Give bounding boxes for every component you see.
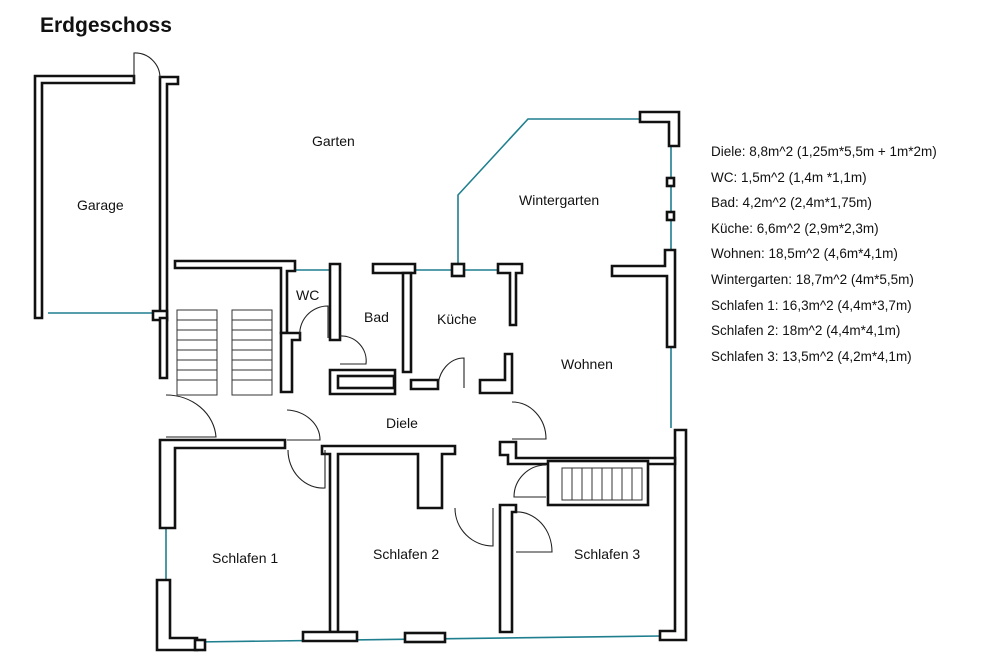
kitchen-pillar — [450, 262, 466, 278]
schlafen2-south-wall — [301, 630, 359, 643]
wintergarten-mullion-2 — [665, 210, 676, 222]
walls — [33, 74, 688, 652]
room-label-wohnen: Wohnen — [561, 356, 613, 372]
doors — [133, 52, 553, 553]
legend-item-wc: WC: 1,5m^2 (1,4m *1,1m) — [711, 169, 867, 185]
wc-door — [299, 305, 329, 339]
stair-treads — [177, 319, 272, 381]
room-label-wc: WC — [296, 287, 319, 303]
legend-item-bad: Bad: 4,2m^2 (2,4m*1,75m) — [711, 195, 872, 211]
east-wall — [658, 428, 688, 642]
wohnen-door — [511, 401, 547, 440]
schlafen1-wall-sw — [155, 578, 199, 652]
diele-wall-south — [320, 444, 457, 634]
room-label-diele: Diele — [386, 415, 418, 431]
schlafen1-door — [286, 409, 321, 441]
page-title: Erdgeschoss — [40, 14, 172, 37]
wc-wall — [279, 331, 302, 394]
schlafen1-wall-north — [158, 438, 287, 530]
schlafen3-wall-west — [498, 503, 518, 634]
room-label-schlafen1: Schlafen 1 — [212, 550, 278, 566]
room-label-bad: Bad — [364, 309, 389, 325]
garage-wall-east — [158, 75, 180, 322]
wintergarten-glass — [457, 118, 640, 265]
room-label-schlafen3: Schlafen 3 — [574, 546, 640, 562]
schlafen2-door — [454, 507, 494, 547]
stair-left-flight — [176, 309, 218, 396]
south-window-frame — [403, 631, 447, 644]
stair-right-flight — [231, 309, 273, 396]
wohnen-wall-north — [610, 248, 677, 349]
wintergarten-corner — [638, 110, 681, 148]
bad-shower — [336, 374, 396, 390]
schlafen1-door-2 — [287, 449, 326, 489]
legend-item-wohnen: Wohnen: 18,5m^2 (4,6m*4,1m) — [711, 246, 898, 262]
schlafen1-south-frame — [193, 638, 207, 652]
stair-s3-treads — [571, 468, 633, 500]
wc-bad-partition — [328, 262, 342, 342]
kitchen-door — [437, 357, 465, 389]
bad-door — [339, 335, 367, 365]
room-labels: Garten Garage Wintergarten WC Bad Küche … — [77, 133, 640, 566]
legend-item-kueche: Küche: 6,6m^2 (2,9m*2,3m) — [711, 220, 879, 236]
room-label-garage: Garage — [77, 197, 124, 213]
legend-item-schlafen1: Schlafen 1: 16,3m^2 (4,4m*3,7m) — [711, 297, 912, 313]
stair-door — [165, 394, 217, 438]
kitchen-wall-south — [409, 378, 440, 391]
kitchen-wall-east — [478, 352, 514, 395]
room-label-garten: Garten — [312, 133, 355, 149]
legend-item-wintergarten: Wintergarten: 18,7m^2 (4m*5,5m) — [711, 271, 914, 287]
kitchen-wall-north — [496, 262, 524, 327]
schlafen3-stair-door — [513, 464, 547, 498]
legend-item-diele: Diele: 8,8m^2 (1,25m*5,5m + 1m*2m) — [711, 144, 937, 159]
schlafen3-door — [515, 511, 553, 553]
bad-wall-east — [401, 271, 413, 374]
legend-item-schlafen2: Schlafen 2: 18m^2 (4,4m*4,1m) — [711, 323, 901, 339]
schlafen3-wall-north — [498, 440, 677, 466]
bad-wall-north — [371, 262, 417, 275]
garage-door — [133, 52, 161, 83]
core-wall-west — [158, 316, 169, 380]
stair-hall-wall-north — [173, 259, 297, 335]
room-label-kueche: Küche — [437, 311, 477, 327]
area-legend: Diele: 8,8m^2 (1,25m*5,5m + 1m*2m) WC: 1… — [711, 143, 937, 373]
room-label-wintergarten: Wintergarten — [519, 192, 599, 208]
wintergarten-mullion-1 — [665, 176, 676, 188]
stairs — [176, 309, 643, 501]
room-label-schlafen2: Schlafen 2 — [373, 546, 439, 562]
legend-item-schlafen3: Schlafen 3: 13,5m^2 (4,2m*4,1m) — [711, 348, 912, 364]
